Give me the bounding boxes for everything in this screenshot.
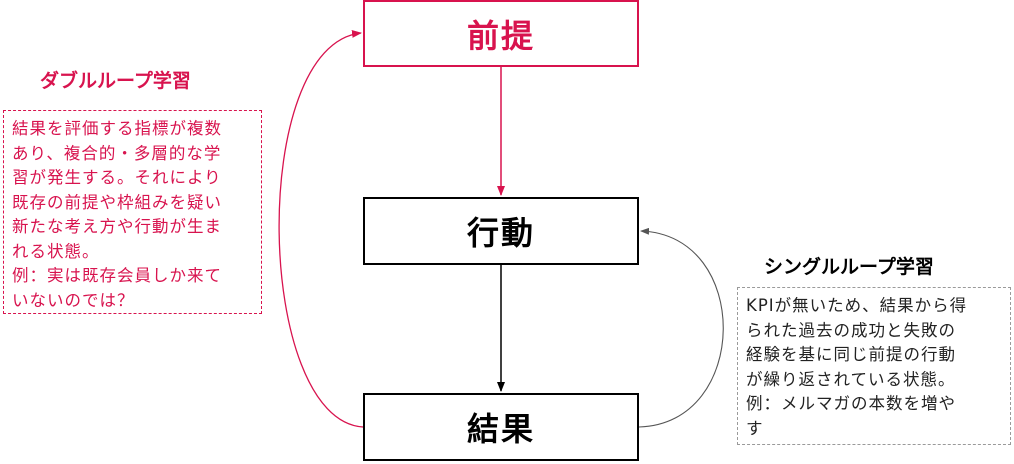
double-loop-line: いないのでは？ <box>12 290 135 310</box>
single-loop-arrow <box>638 227 724 428</box>
double-loop-description: 結果を評価する指標が複数 あり、複合的・多層的な学 習が発生する。それにより 既… <box>3 110 262 314</box>
single-loop-line: られた過去の成功と失敗の <box>746 320 956 340</box>
single-loop-line: が繰り返されている状態。 <box>746 369 956 389</box>
double-loop-line: れる状態。 <box>12 241 100 261</box>
action-box: 行動 <box>363 197 639 265</box>
single-loop-line: 経験を基に同じ前提の行動 <box>746 345 956 364</box>
double-loop-arrow <box>278 30 364 428</box>
double-loop-line: 既存の前提や枠組みを疑い <box>12 192 222 212</box>
single-loop-description: KPIが無いため、結果から得 られた過去の成功と失敗の 経験を基に同じ前提の行動… <box>737 287 1011 445</box>
result-label: 結果 <box>466 410 535 448</box>
single-loop-line: 例：メルマガの本数を増や <box>746 394 956 413</box>
double-loop-title: ダブルループ学習 <box>40 70 191 92</box>
single-loop-line: す <box>746 418 764 438</box>
single-loop-line: KPIが無いため、結果から得 <box>746 296 968 315</box>
premise-label: 前提 <box>466 16 535 55</box>
action-label: 行動 <box>466 214 535 252</box>
double-loop-line: 習が発生する。それにより <box>12 168 222 187</box>
double-loop-line: 新たな考え方や行動が生ま <box>12 217 222 236</box>
single-loop-title: シングルループ学習 <box>764 256 934 278</box>
double-loop-line: 結果を評価する指標が複数 <box>12 119 222 138</box>
premise-box: 前提 <box>363 0 639 67</box>
double-loop-line: あり、複合的・多層的な学 <box>12 143 222 163</box>
result-box: 結果 <box>363 393 639 461</box>
double-loop-line: 例：実は既存会員しか来て <box>12 266 222 285</box>
